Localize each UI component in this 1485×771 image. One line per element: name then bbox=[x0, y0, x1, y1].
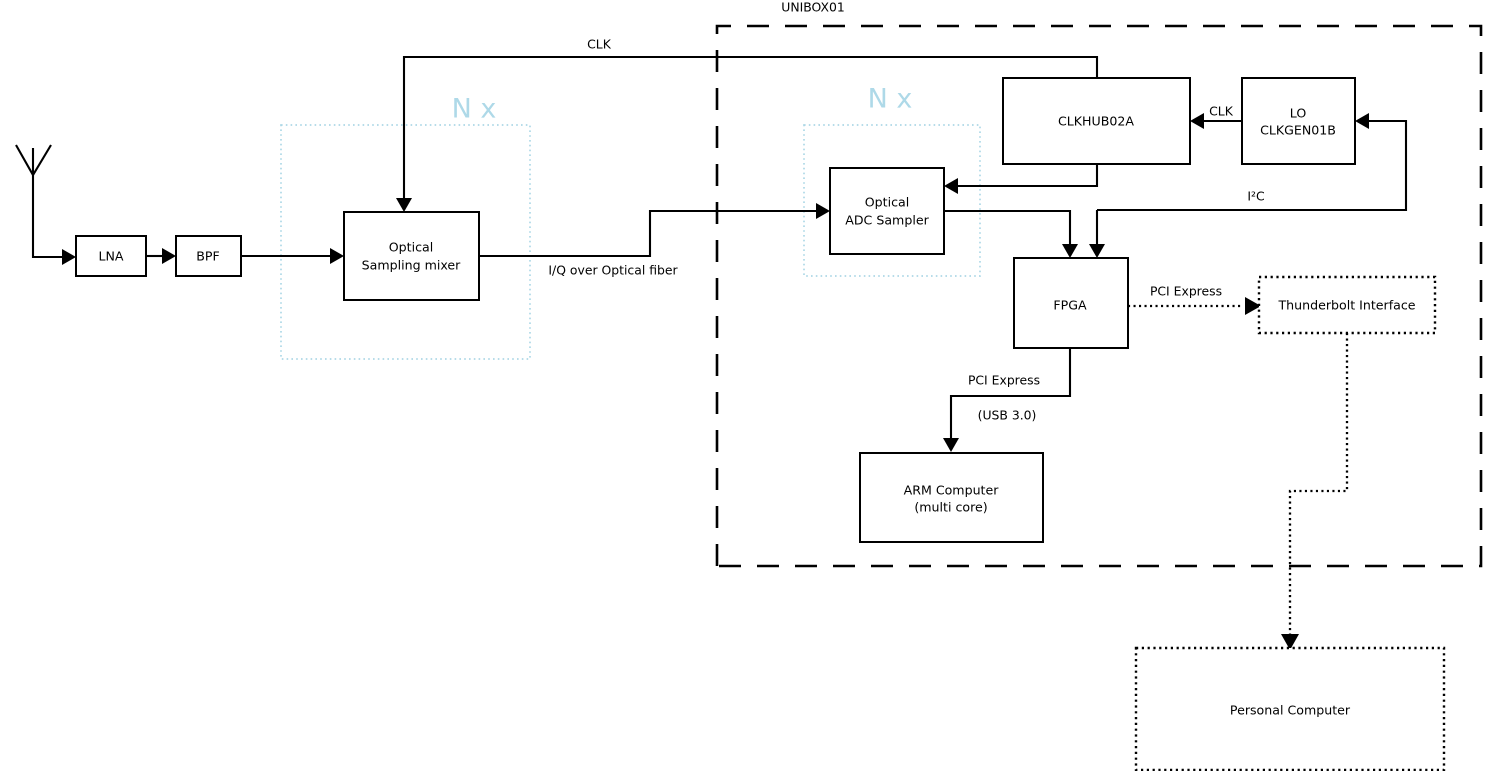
block-bpf[interactable]: BPF bbox=[175, 235, 242, 277]
block-lo-label-line2: CLKGEN01B bbox=[1260, 123, 1336, 138]
block-personal-computer-label: Personal Computer bbox=[1230, 703, 1351, 718]
block-mixer-label-line1: Optical bbox=[389, 240, 433, 255]
wire-label-clk-main: CLK bbox=[587, 37, 612, 52]
block-arm-label-line1: ARM Computer bbox=[904, 483, 1000, 498]
wire-clkhub-to-adc bbox=[944, 164, 1099, 194]
unibox01-boundary-label: UNIBOX01 bbox=[781, 0, 845, 15]
block-lna-label: LNA bbox=[98, 249, 123, 264]
block-arm-label-line2: (multi core) bbox=[914, 500, 987, 515]
block-fpga-label: FPGA bbox=[1053, 298, 1087, 313]
block-adc-label-line1: Optical bbox=[865, 195, 909, 210]
wire-clk-to-mixer: CLK bbox=[396, 37, 1099, 212]
adc-group: N x bbox=[803, 84, 981, 277]
adc-group-label: N x bbox=[868, 84, 913, 115]
wire-label-usb3: (USB 3.0) bbox=[978, 408, 1037, 423]
block-mixer-label-line2: Sampling mixer bbox=[362, 258, 462, 273]
wire-label-iq-fiber: I/Q over Optical fiber bbox=[548, 263, 678, 278]
block-optical-adc-sampler[interactable]: Optical ADC Sampler bbox=[829, 167, 945, 255]
wire-bpf-to-mixer bbox=[241, 248, 344, 264]
wire-iq-optical-fiber: I/Q over Optical fiber bbox=[465, 203, 830, 278]
wire-pcie-fpga-to-thunderbolt: PCI Express bbox=[1128, 284, 1261, 315]
wire-lo-to-clkhub: CLK bbox=[1190, 104, 1242, 129]
rx-chain-group-label: N x bbox=[452, 94, 497, 125]
wire-label-pcie-tb: PCI Express bbox=[1150, 284, 1222, 299]
wire-label-i2c: I²C bbox=[1247, 189, 1264, 204]
wire-label-clk-lo: CLK bbox=[1209, 104, 1234, 119]
block-bpf-label: BPF bbox=[196, 249, 219, 264]
block-adc-label-line2: ADC Sampler bbox=[845, 213, 929, 228]
wire-antenna-to-lna bbox=[33, 249, 76, 265]
wire-lna-to-bpf bbox=[146, 248, 176, 264]
wire-i2c-fpga-to-lo: I²C bbox=[1097, 113, 1408, 212]
block-personal-computer[interactable]: Personal Computer bbox=[1134, 646, 1446, 771]
block-clkhub02a-label: CLKHUB02A bbox=[1058, 114, 1134, 129]
wire-adc-to-fpga bbox=[944, 209, 1078, 258]
antenna-icon bbox=[15, 144, 62, 259]
block-optical-sampling-mixer[interactable]: Optical Sampling mixer bbox=[343, 211, 480, 301]
block-clkhub02a[interactable]: CLKHUB02A bbox=[1002, 77, 1191, 165]
wire-label-pcie-arm: PCI Express bbox=[968, 373, 1040, 388]
rx-chain-group: N x bbox=[280, 94, 531, 360]
block-lo-label-line1: LO bbox=[1290, 106, 1307, 121]
block-thunderbolt-label: Thunderbolt Interface bbox=[1277, 298, 1415, 313]
wire-i2c-into-fpga bbox=[1089, 210, 1105, 258]
block-fpga[interactable]: FPGA bbox=[1013, 257, 1129, 349]
wire-pcie-fpga-to-arm: PCI Express (USB 3.0) bbox=[943, 348, 1072, 452]
unibox01-boundary: UNIBOX01 bbox=[715, 0, 1483, 568]
wire-thunderbolt-to-pc bbox=[1281, 333, 1349, 650]
block-lo-clkgen01b[interactable]: LO CLKGEN01B bbox=[1241, 77, 1356, 165]
block-thunderbolt-interface[interactable]: Thunderbolt Interface bbox=[1257, 275, 1437, 335]
block-lna[interactable]: LNA bbox=[75, 235, 147, 277]
block-arm-computer[interactable]: ARM Computer (multi core) bbox=[859, 452, 1044, 543]
